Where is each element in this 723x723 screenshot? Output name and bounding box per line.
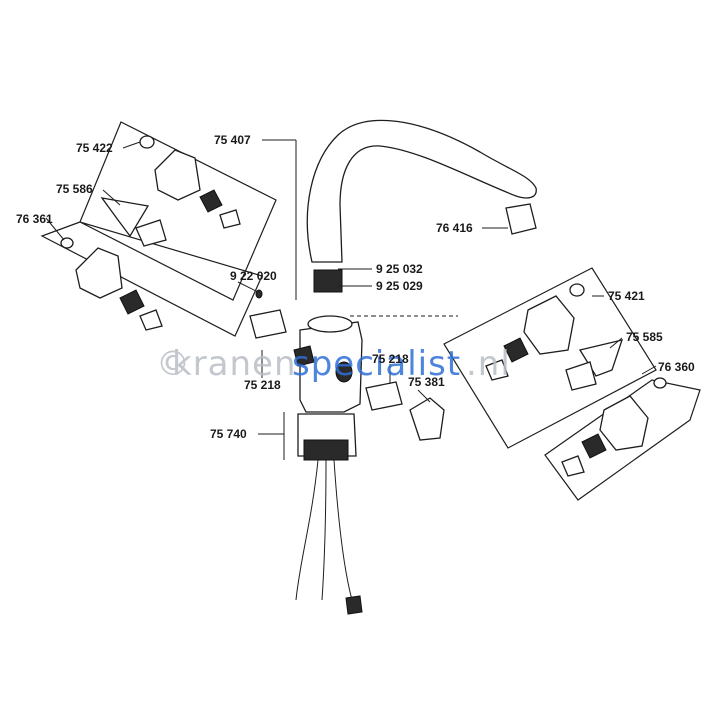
label-75421: 75 421 <box>608 289 645 303</box>
cap-76360 <box>653 377 667 389</box>
watermark-text-1: kranen <box>172 344 297 384</box>
cartridge-75218-right <box>365 381 403 411</box>
handle-76361 <box>75 247 123 299</box>
label-925032: 9 25 032 <box>376 262 423 276</box>
mount-thread <box>303 439 349 461</box>
handle-ring-right-top <box>485 359 509 381</box>
label-76361: 76 361 <box>16 212 53 226</box>
watermark: © kranen specialist .nl <box>156 344 511 384</box>
spout-rings <box>313 269 343 293</box>
leader-lines <box>45 139 657 460</box>
cover-75381 <box>409 397 445 441</box>
handle-cartridge-right-top <box>503 337 529 363</box>
handle-cartridge-right-bottom <box>581 433 607 459</box>
label-75407: 75 407 <box>214 133 251 147</box>
label-75218-right: 75 218 <box>372 352 409 366</box>
label-925029: 9 25 029 <box>376 279 423 293</box>
lever-cartridge <box>135 219 167 247</box>
label-75422: 75 422 <box>76 141 113 155</box>
left-panel-frame <box>40 121 277 337</box>
body-side-port <box>335 361 353 383</box>
spout-75407 <box>306 119 537 263</box>
valve-body <box>299 321 363 413</box>
cartridge-75218-left <box>249 309 287 339</box>
label-922020: 9 22 020 <box>230 269 277 283</box>
label-75740: 75 740 <box>210 427 247 441</box>
body-top-opening <box>307 315 353 333</box>
lever-cartridge-right <box>565 361 597 391</box>
cap-75422 <box>139 135 155 149</box>
watermark-copyright: © <box>156 344 191 384</box>
part-labels: 75 407 76 416 9 25 032 9 25 029 9 22 020… <box>16 133 695 441</box>
tap-body <box>249 289 445 615</box>
handle-ring-right-bottom <box>561 455 585 477</box>
spout-assembly <box>306 119 537 293</box>
lever-75586 <box>100 197 150 238</box>
handle-ring-bottom <box>139 309 163 331</box>
watermark-text-2: specialist <box>292 344 461 384</box>
left-parts-panel <box>40 121 277 337</box>
hose-2 <box>321 459 327 601</box>
handle-75421 <box>523 295 575 355</box>
handle-cartridge-bottom <box>119 289 145 315</box>
cap-76361 <box>60 237 74 249</box>
handle-cartridge-top <box>199 189 223 213</box>
label-76416: 76 416 <box>436 221 473 235</box>
handle-76360 <box>599 395 649 451</box>
label-75218-left: 75 218 <box>244 378 281 392</box>
handle-75422 <box>154 149 201 201</box>
label-76360: 76 360 <box>658 360 695 374</box>
body-left-port <box>293 345 315 367</box>
hose-3 <box>333 459 353 601</box>
right-panel-frame <box>443 267 701 501</box>
cap-75421 <box>569 283 585 297</box>
label-75585: 75 585 <box>626 330 663 344</box>
label-75586: 75 586 <box>56 182 93 196</box>
handle-ring-top <box>219 209 241 229</box>
watermark-text-3: .nl <box>466 344 511 384</box>
right-parts-panel <box>443 267 701 501</box>
label-75381: 75 381 <box>408 375 445 389</box>
aerator-76416 <box>505 203 537 235</box>
hose-1 <box>295 459 319 601</box>
hose-connector <box>345 595 363 615</box>
